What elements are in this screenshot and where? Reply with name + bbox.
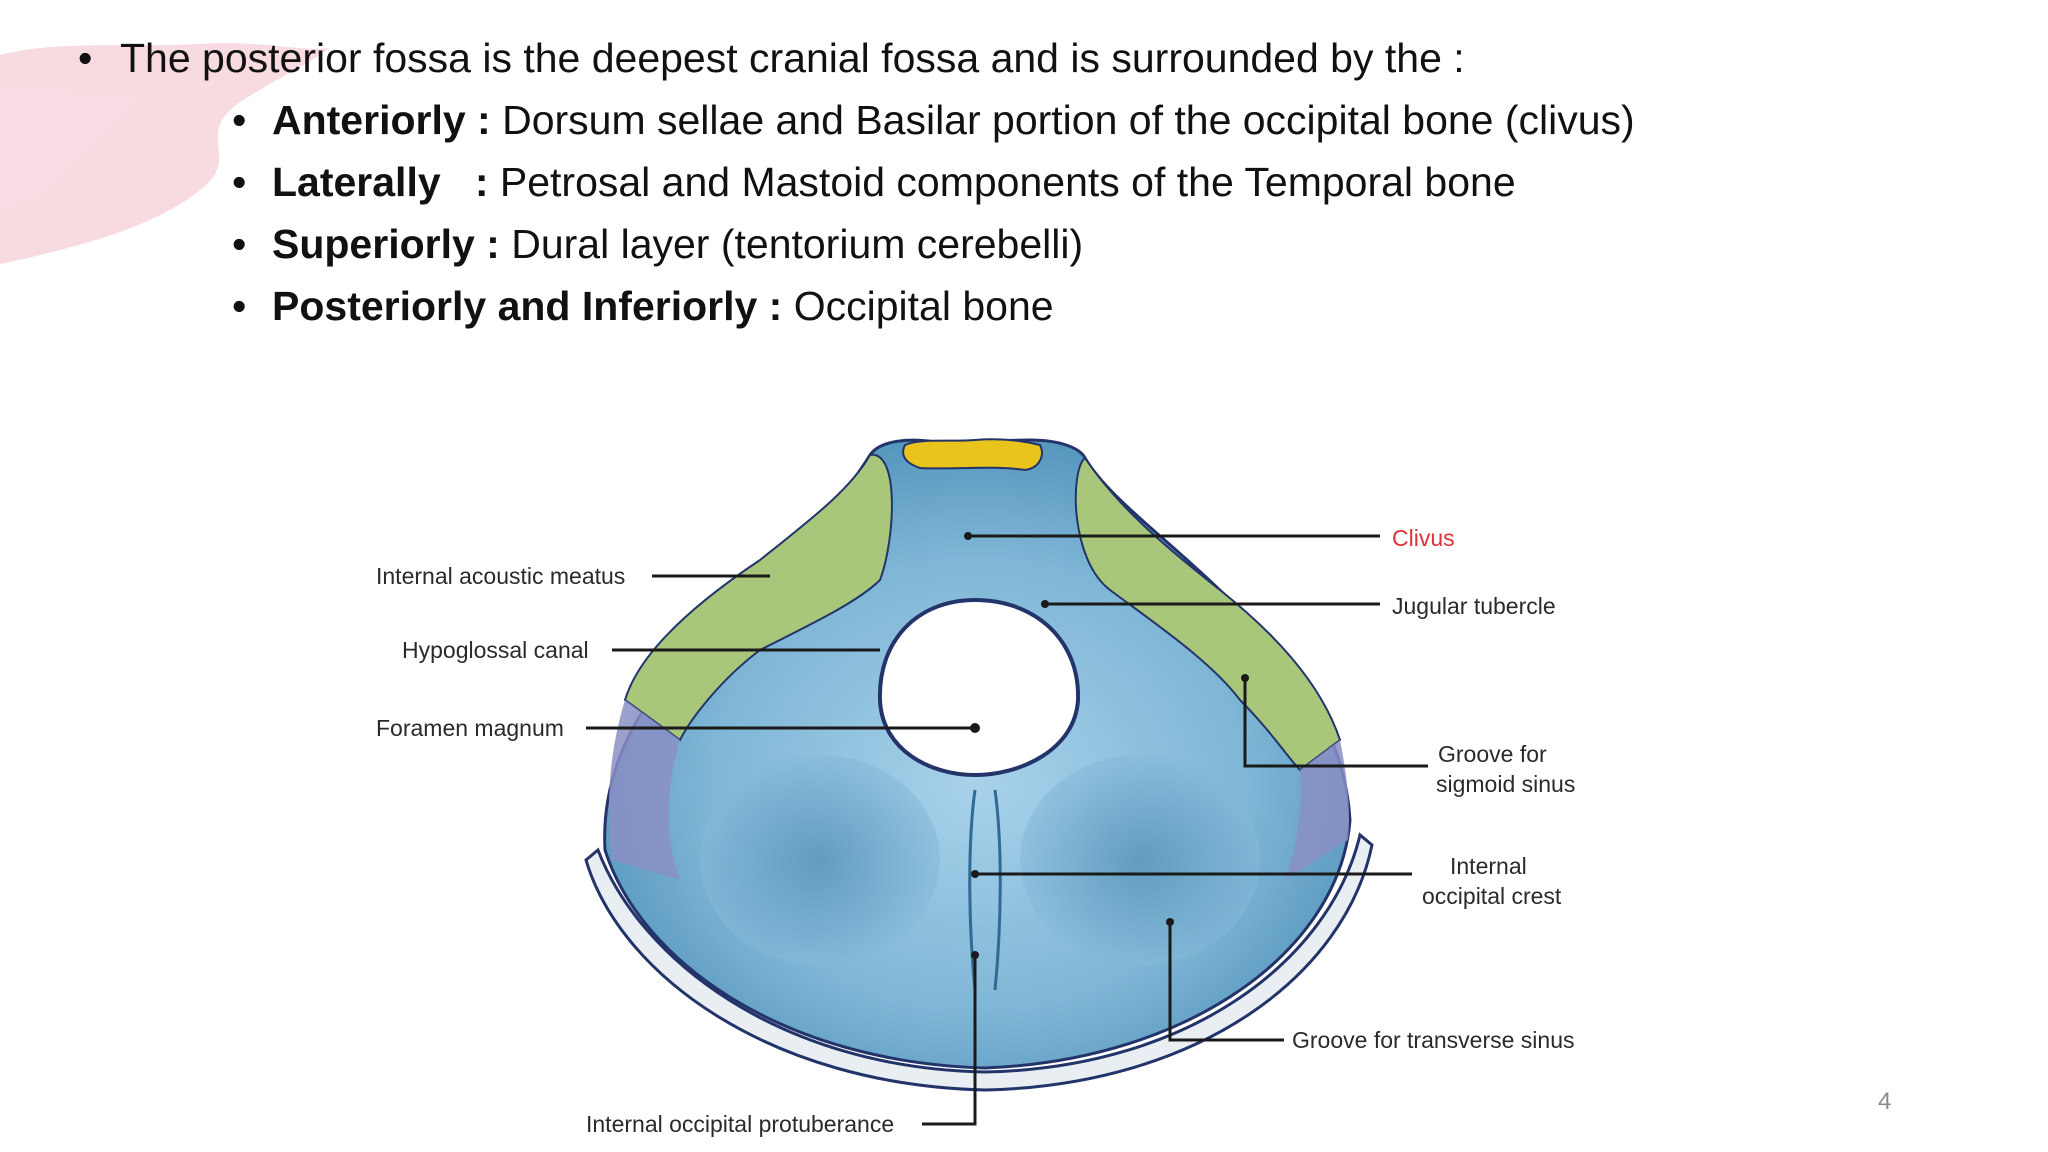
- bullet-dot: •: [232, 159, 247, 205]
- label-hypoglossal-canal: Hypoglossal canal: [402, 637, 589, 663]
- label-groove-sigmoid-line2: sigmoid sinus: [1436, 771, 1575, 797]
- sub-bullet-posteriorly-inferiorly: • Posteriorly and Inferiorly : Occipital …: [232, 282, 1635, 344]
- bullet-dot: •: [232, 97, 247, 143]
- sub-bullet-laterally: • Laterally : Petrosal and Mastoid compon…: [232, 158, 1635, 220]
- label-internal-occipital-protuberance: Internal occipital protuberance: [586, 1111, 894, 1137]
- sub-bullet-label: Anteriorly :: [272, 97, 491, 143]
- sub-bullet-label: Superiorly :: [272, 221, 500, 267]
- occipital-rim: [584, 832, 1374, 1092]
- sub-bullet-text: Dorsum sellae and Basilar portion of the…: [490, 97, 1635, 143]
- label-jugular-tubercle: Jugular tubercle: [1392, 593, 1556, 619]
- main-bullet: • The posterior fossa is the deepest cran…: [78, 34, 1465, 82]
- sub-bullet-list: • Anteriorly : Dorsum sellae and Basilar …: [232, 96, 1635, 344]
- label-foramen-magnum: Foramen magnum: [376, 715, 564, 741]
- sub-bullet-anteriorly: • Anteriorly : Dorsum sellae and Basilar …: [232, 96, 1635, 158]
- main-bullet-text: The posterior fossa is the deepest crani…: [120, 35, 1465, 81]
- foramen-magnum: [877, 597, 1081, 778]
- sub-bullet-text: Occipital bone: [782, 283, 1054, 329]
- label-groove-transverse-sinus: Groove for transverse sinus: [1292, 1027, 1575, 1053]
- bullet-dot: •: [78, 35, 93, 81]
- label-clivus: Clivus: [1392, 525, 1455, 551]
- sub-bullet-label: Posteriorly and Inferiorly :: [272, 283, 783, 329]
- mastoid-right: [1285, 740, 1350, 880]
- temporal-bone-left: [623, 453, 893, 742]
- sub-bullet-text: Dural layer (tentorium cerebelli): [499, 221, 1084, 267]
- sub-bullet-superiorly: • Superiorly : Dural layer (tentorium cer…: [232, 220, 1635, 282]
- pink-brush-decoration: [0, 43, 330, 265]
- dorsum-sellae: [902, 438, 1043, 472]
- bullet-dot: •: [232, 283, 247, 329]
- page-number: 4: [1878, 1088, 1892, 1115]
- sub-bullet-label: Laterally :: [272, 159, 489, 205]
- sub-bullet-text: Petrosal and Mastoid components of the T…: [488, 159, 1516, 205]
- leader-dots: [964, 532, 1249, 959]
- internal-occipital-crest: [968, 789, 1002, 991]
- leader-lines: [586, 534, 1428, 1126]
- label-groove-sigmoid-line1: Groove for: [1438, 741, 1547, 767]
- bullet-dot: •: [232, 221, 247, 267]
- cerebellar-fossa-left: [700, 755, 940, 965]
- label-internal-occipital-crest-line1: Internal: [1450, 853, 1527, 879]
- cerebellar-fossa-right: [1020, 755, 1260, 965]
- label-internal-occipital-crest-line2: occipital crest: [1422, 883, 1562, 909]
- mastoid-left: [608, 700, 680, 880]
- label-internal-acoustic-meatus: Internal acoustic meatus: [376, 563, 625, 589]
